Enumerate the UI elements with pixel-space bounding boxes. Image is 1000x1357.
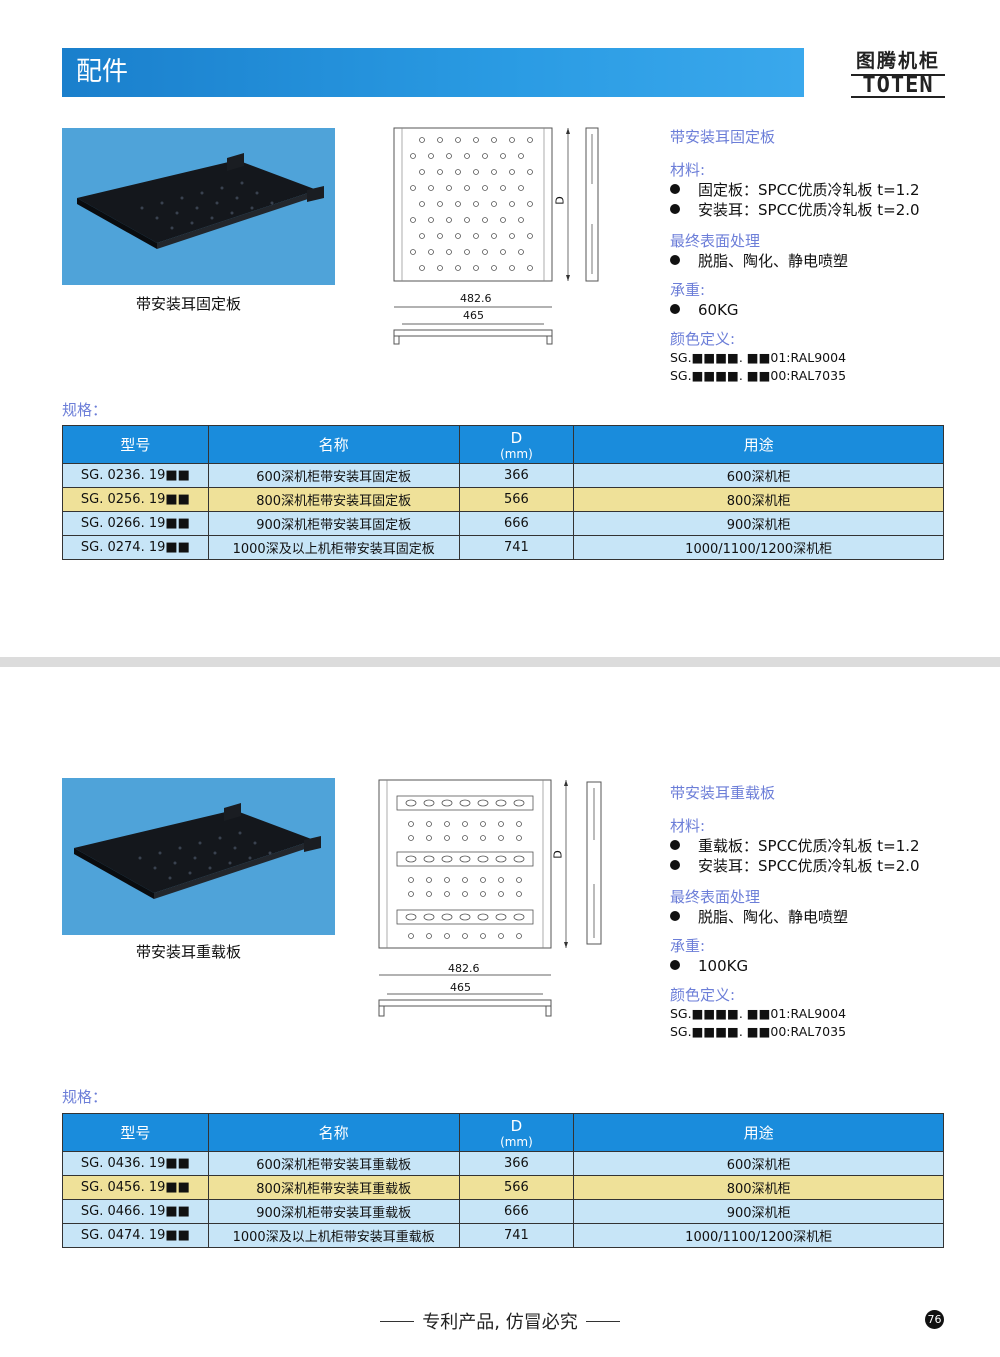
footer-rule-right <box>585 1321 620 1322</box>
header-model: 型号 <box>62 425 209 464</box>
spec-table: 型号 名称 D(mm) 用途 SG. 0236. 19■■600深机柜带安装耳固… <box>62 425 944 560</box>
spec-label: 规格： <box>62 1088 108 1106</box>
material-label: 材料: <box>670 817 706 835</box>
bullet-icon <box>670 960 680 970</box>
width-outer-label: 482.6 <box>448 962 480 975</box>
bullet-icon <box>670 304 680 314</box>
spec-table: 型号 名称 D(mm) 用途 SG. 0436. 19■■600深机柜带安装耳重… <box>62 1113 944 1248</box>
info-title: 带安装耳重载板 <box>670 784 776 802</box>
spec-label: 规格： <box>62 401 108 419</box>
header-d: D(mm) <box>458 1113 575 1152</box>
bullet-icon <box>670 840 680 850</box>
bullet-icon <box>670 204 680 214</box>
footer-text: 专利产品, 仿冒必究 <box>422 1312 578 1333</box>
finish-item: 脱脂、陶化、静电喷塑 <box>670 251 970 271</box>
technical-drawing: D 482.6 465 <box>388 124 608 349</box>
brand-logo: 图腾机柜 TOTEN <box>851 46 945 98</box>
finish-label: 最终表面处理 <box>670 888 761 906</box>
depth-label: D <box>551 850 565 859</box>
shelf-caption: 带安装耳固定板 <box>135 295 241 313</box>
material-item: 重载板：SPCC优质冷轧板 t=1.2 <box>670 836 970 856</box>
color-code: SG.■■■■. ■■00:RAL7035 <box>670 1024 847 1039</box>
bullet-icon <box>670 860 680 870</box>
color-label: 颜色定义: <box>670 986 736 1004</box>
color-code: SG.■■■■. ■■00:RAL7035 <box>670 368 847 383</box>
header-name: 名称 <box>207 425 460 464</box>
header-model: 型号 <box>62 1113 209 1152</box>
width-outer-label: 482.6 <box>460 292 492 305</box>
material-label: 材料: <box>670 161 706 179</box>
logo-cn-text: 图腾机柜 <box>855 50 940 72</box>
load-label: 承重: <box>670 281 706 299</box>
header-name: 名称 <box>207 1113 460 1152</box>
product-info: 带安装耳重载板 材料: 重载板：SPCC优质冷轧板 t=1.2 安装耳：SPCC… <box>670 782 970 1041</box>
footer-rule-left <box>380 1321 415 1322</box>
bullet-icon <box>670 255 680 265</box>
material-item: 安装耳：SPCC优质冷轧板 t=2.0 <box>670 856 970 876</box>
header-use: 用途 <box>573 425 944 464</box>
bullet-icon <box>670 911 680 921</box>
header-d: D(mm) <box>458 425 575 464</box>
info-title: 带安装耳固定板 <box>670 128 776 146</box>
width-inner-label: 465 <box>463 309 484 322</box>
finish-item: 脱脂、陶化、静电喷塑 <box>670 907 970 927</box>
depth-label: D <box>553 196 567 205</box>
shelf-caption: 带安装耳重载板 <box>135 943 241 961</box>
width-inner-label: 465 <box>450 981 471 994</box>
color-code: SG.■■■■. ■■01:RAL9004 <box>670 350 847 365</box>
material-item: 安装耳：SPCC优质冷轧板 t=2.0 <box>670 200 970 220</box>
load-label: 承重: <box>670 937 706 955</box>
product-info: 带安装耳固定板 材料: 固定板：SPCC优质冷轧板 t=1.2 安装耳：SPCC… <box>670 126 970 385</box>
bullet-icon <box>670 184 680 194</box>
load-item: 60KG <box>670 300 970 320</box>
footer-notice: 专利产品, 仿冒必究 <box>0 1308 1000 1334</box>
technical-drawing: D 482.6 465 <box>373 776 613 1026</box>
logo-en-text: TOTEN <box>851 74 945 98</box>
shelf-photo <box>62 778 335 935</box>
page-title: 配件 <box>62 48 804 97</box>
color-label: 颜色定义: <box>670 330 736 348</box>
finish-label: 最终表面处理 <box>670 232 761 250</box>
shelf-photo <box>62 128 335 285</box>
material-item: 固定板：SPCC优质冷轧板 t=1.2 <box>670 180 970 200</box>
color-code: SG.■■■■. ■■01:RAL9004 <box>670 1006 847 1021</box>
load-item: 100KG <box>670 956 970 976</box>
page-number: 76 <box>925 1310 944 1329</box>
section-divider <box>0 657 1000 667</box>
header-use: 用途 <box>573 1113 944 1152</box>
